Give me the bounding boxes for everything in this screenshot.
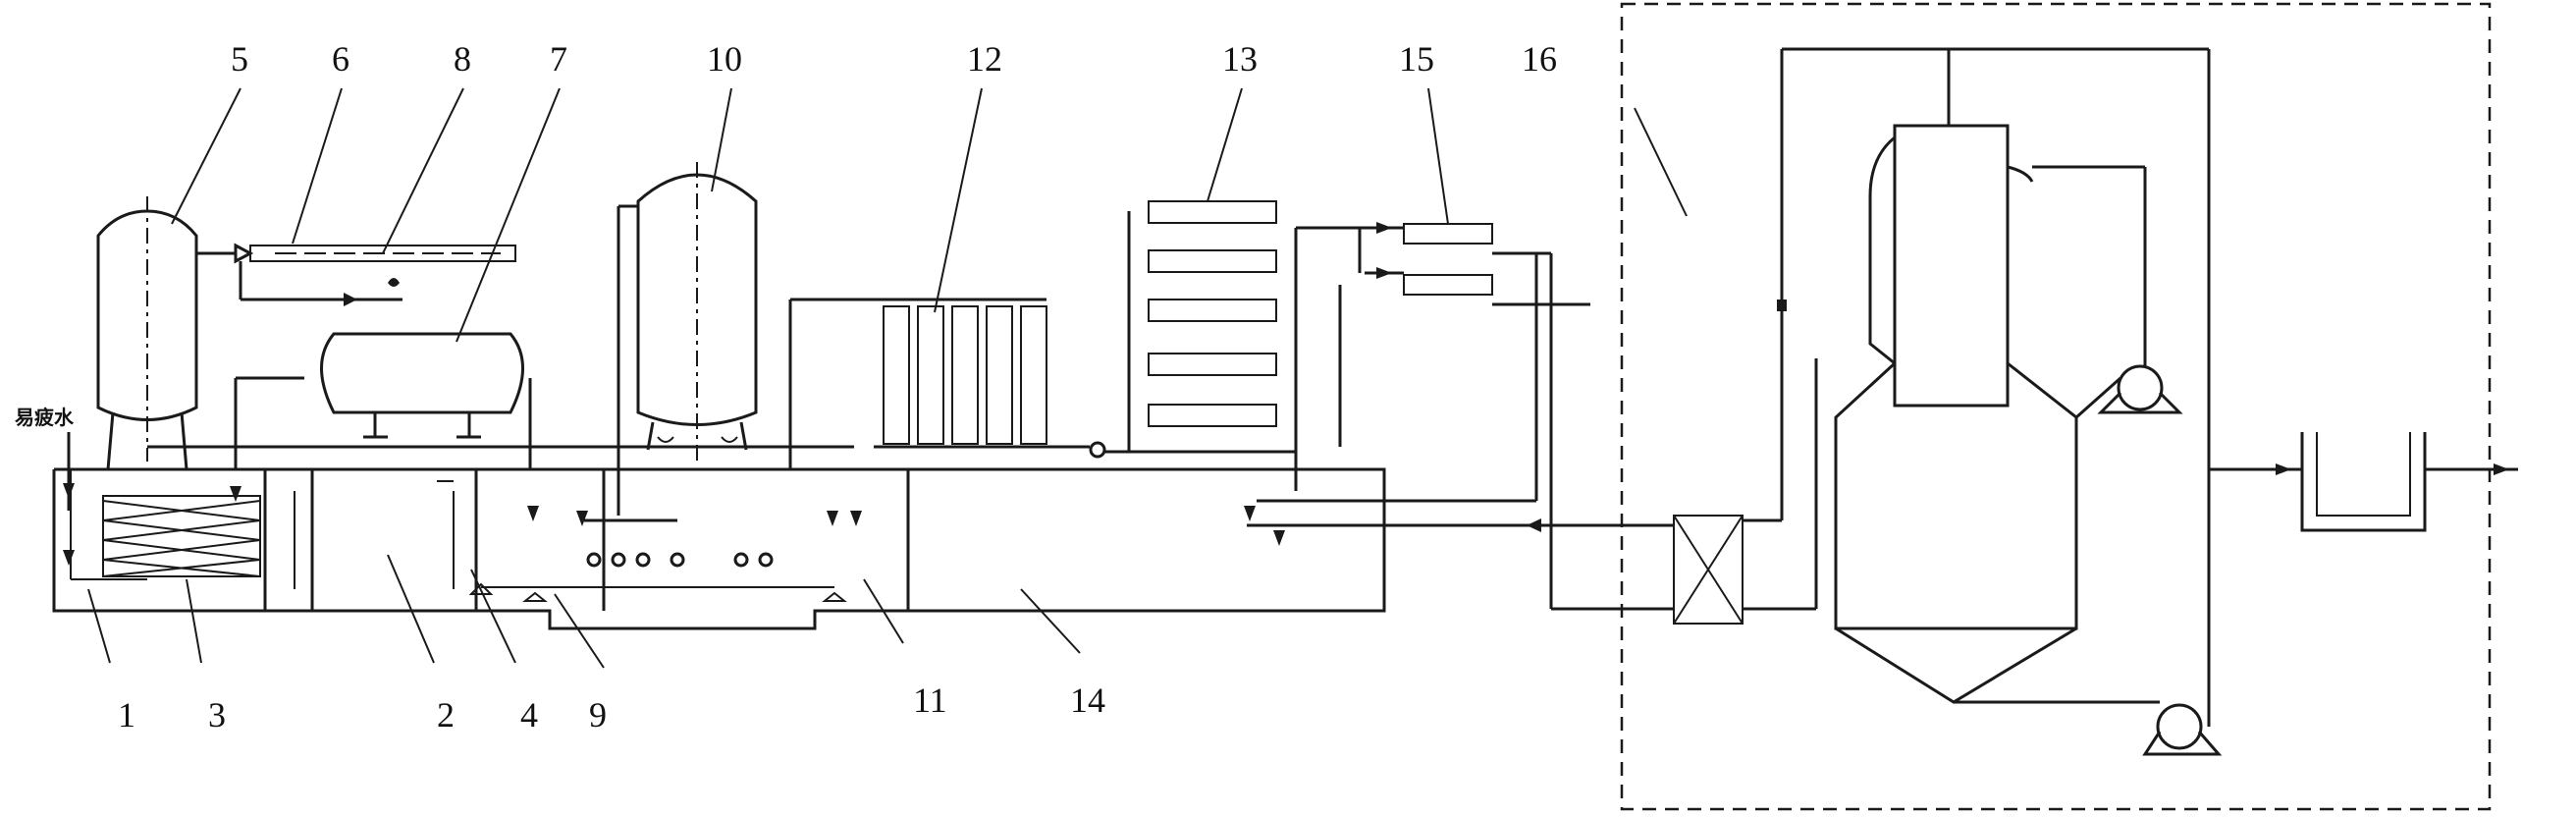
label-1: 1: [118, 695, 135, 735]
treatment-basin: [52, 467, 1386, 630]
label-2: 2: [437, 695, 455, 735]
label-16: 16: [1522, 39, 1557, 79]
membrane-columns-12: [788, 298, 1106, 469]
label-14: 14: [1070, 681, 1105, 720]
tank-7: [320, 332, 524, 439]
vessel-10: [617, 162, 758, 516]
leader-lines: [87, 87, 1688, 669]
ejector-and-pipe-8: [196, 243, 516, 306]
unit-16-boundary: [1620, 2, 2492, 811]
label-13: 13: [1222, 39, 1258, 79]
label-8: 8: [454, 39, 471, 79]
label-4: 4: [520, 695, 538, 735]
coil-heat-exchanger: [102, 495, 261, 577]
reactor-unit-16: [1247, 47, 2302, 756]
exchangers-15: [1257, 222, 1674, 611]
outlet-basin: [2300, 432, 2518, 532]
label-15: 15: [1399, 39, 1434, 79]
inflow-label: 易疲水: [15, 406, 75, 429]
label-3: 3: [208, 695, 226, 735]
label-6: 6: [332, 39, 349, 79]
label-11: 11: [913, 681, 947, 720]
label-7: 7: [550, 39, 567, 79]
dosing-valves: [468, 518, 847, 602]
label-10: 10: [707, 39, 742, 79]
inflow-pipes: [63, 376, 1285, 566]
vessel-5: [96, 196, 198, 470]
module-stack-13: [1104, 200, 1365, 491]
label-5: 5: [231, 39, 248, 79]
label-9: 9: [589, 695, 607, 735]
label-12: 12: [967, 39, 1002, 79]
